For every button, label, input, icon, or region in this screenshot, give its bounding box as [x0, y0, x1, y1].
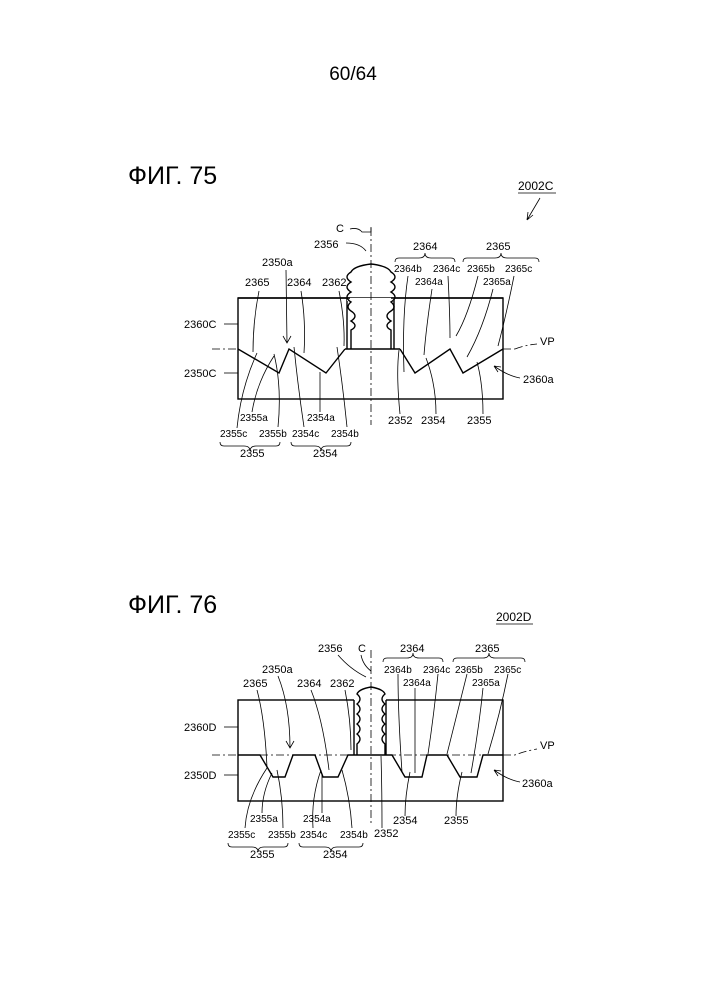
label: 2354c [292, 429, 319, 440]
label: 2365a [483, 277, 511, 288]
zigzag-left [238, 349, 345, 373]
label: 2355c [220, 429, 247, 440]
page-number: 60/64 [329, 64, 377, 85]
label: 2355 [250, 849, 274, 861]
label: 2356 [318, 643, 342, 655]
label: 2354 [421, 415, 445, 427]
label: 2352 [388, 415, 412, 427]
label: C [358, 643, 366, 655]
label: 2352 [374, 828, 398, 840]
label: VP [540, 336, 555, 348]
label: VP [540, 740, 555, 752]
label: 2354b [340, 830, 368, 841]
figure-reference: 2002C [518, 179, 554, 193]
label: 2355 [467, 415, 491, 427]
label: 2355a [240, 413, 268, 424]
label: 2355b [259, 429, 287, 440]
label: 2365b [455, 665, 483, 676]
label: 2354 [393, 815, 417, 827]
label: 2365c [494, 665, 521, 676]
figure-reference: 2002D [496, 610, 532, 624]
label: 2354a [303, 814, 331, 825]
label: C [336, 223, 344, 235]
label: 2365 [245, 277, 269, 289]
label: 2364b [394, 264, 422, 275]
label: 2354a [307, 413, 335, 424]
label: 2355b [268, 830, 296, 841]
figure-title: ФИГ. 75 [128, 162, 217, 190]
label: 2364 [297, 678, 321, 690]
label: 2365 [475, 643, 499, 655]
label: 2350a [262, 664, 293, 676]
label: 2364 [413, 241, 437, 253]
reference-labels: C 2356 2364 2365 2364b 2364c 2365b 2365c… [184, 643, 555, 861]
member-body [238, 700, 503, 801]
label: 2364a [403, 678, 431, 689]
label: 2354b [331, 429, 359, 440]
label: 2354c [300, 830, 327, 841]
label: 2355c [228, 830, 255, 841]
label: 2364c [423, 665, 450, 676]
label: 2364 [287, 277, 311, 289]
label: 2362 [330, 678, 354, 690]
label: 2364 [400, 643, 424, 655]
label: 2355a [250, 814, 278, 825]
label: 2360C [184, 319, 216, 331]
label: 2364b [384, 665, 412, 676]
label: 2350C [184, 368, 216, 380]
label: 2355 [240, 448, 264, 460]
label: 2360a [522, 778, 553, 790]
label: 2360D [184, 722, 216, 734]
label: 2354 [323, 849, 347, 861]
label: 2365b [467, 264, 495, 275]
label: 2365 [243, 678, 267, 690]
label: 2364a [415, 277, 443, 288]
label: 2350a [262, 257, 293, 269]
label: 2355 [444, 815, 468, 827]
label: 2354 [313, 448, 337, 460]
label: 2360a [523, 374, 554, 386]
figure-75: ФИГ. 75 2002C [128, 162, 556, 460]
label: 2365 [486, 241, 510, 253]
reference-arrow-icon [527, 198, 540, 220]
figure-76: ФИГ. 76 2002D [128, 591, 555, 861]
zigzag-right [400, 349, 503, 373]
label: 2365c [505, 264, 532, 275]
label: 2356 [314, 239, 338, 251]
figure-title: ФИГ. 76 [128, 591, 217, 619]
label: 2365a [472, 678, 500, 689]
label: 2362 [322, 277, 346, 289]
label: 2364c [433, 264, 460, 275]
label: 2350D [184, 770, 216, 782]
